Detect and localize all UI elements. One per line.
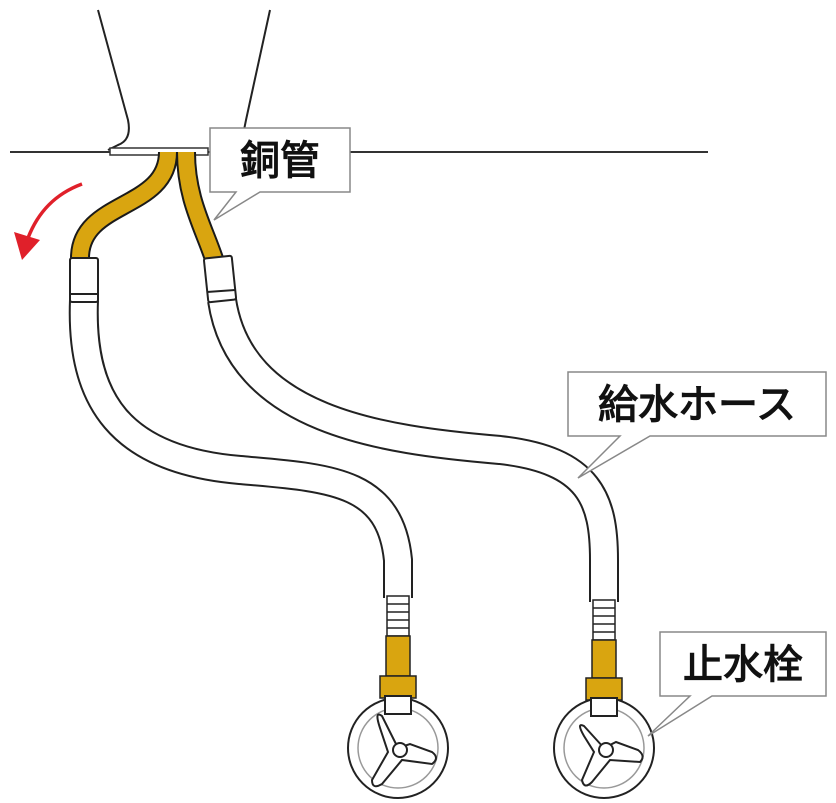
supply-hose-left bbox=[70, 299, 411, 598]
stop-valve-left bbox=[347, 695, 449, 799]
brass-fitting-left bbox=[379, 635, 417, 699]
callout-stop-valve: 止水栓 bbox=[647, 631, 827, 737]
copper-pipe-right bbox=[178, 151, 223, 265]
supply-hose-right bbox=[209, 297, 617, 602]
copper-pipe-left bbox=[72, 151, 176, 259]
callout-copper-pipe-label: 銅管 bbox=[240, 138, 320, 184]
callout-supply-hose-label: 給水ホース bbox=[598, 382, 796, 428]
callout-supply-hose: 給水ホース bbox=[567, 371, 827, 479]
hose-ribs-right bbox=[592, 599, 616, 641]
rotation-arrow-icon bbox=[14, 182, 83, 260]
brass-fitting-right bbox=[585, 639, 623, 701]
callout-copper-pipe: 銅管 bbox=[209, 127, 351, 221]
hose-sleeve-left bbox=[69, 257, 99, 303]
hose-ribs-left bbox=[386, 595, 410, 637]
callout-stop-valve-label: 止水栓 bbox=[683, 642, 803, 688]
hose-sleeve-right bbox=[202, 254, 238, 304]
stop-valve-right bbox=[553, 697, 655, 799]
